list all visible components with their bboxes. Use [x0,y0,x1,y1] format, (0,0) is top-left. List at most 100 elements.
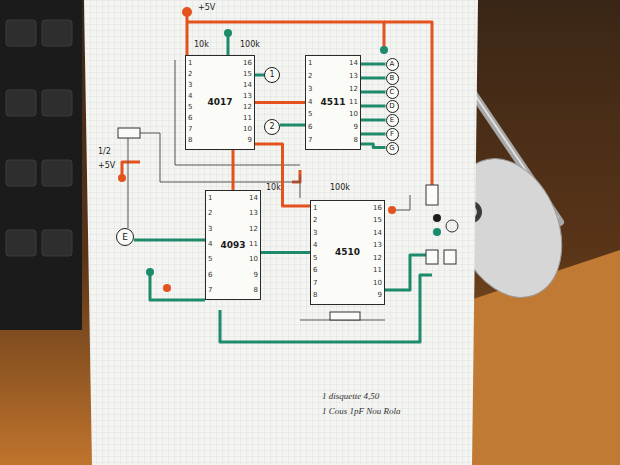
terminal-circle: 1 [264,67,280,83]
pin-number: 5 [188,104,192,111]
pin-number: 14 [373,230,382,237]
pin-number: 5 [208,256,212,263]
terminal-letter: D [389,103,394,110]
terminal-circle: E [386,114,399,127]
pin-number: 8 [313,292,317,299]
chip-name: 4510 [335,248,360,257]
pin-number: 10 [349,111,358,118]
led-symbol [433,214,441,222]
terminal-circle: F [386,128,399,141]
component-value: 100k [330,184,350,192]
pin-number: 3 [208,226,212,233]
pin-number: 6 [208,272,212,279]
wire-connector [361,144,386,148]
pin-number: 8 [254,287,258,294]
terminal-letter: F [390,131,394,138]
pin-number: 5 [308,111,312,118]
resistor-symbol [426,250,438,264]
pin-number: 12 [243,104,252,111]
chip-box: 4510 [310,200,385,305]
pin-number: 8 [188,137,192,144]
supply-dot [388,206,396,214]
pin-number: 1 [188,60,192,67]
pin-number: 12 [373,255,382,262]
pin-number: 16 [373,205,382,212]
terminal-letter: 1 [269,71,274,79]
pin-number: 2 [313,217,317,224]
pin-number: 11 [349,99,358,106]
terminal-letter: A [390,61,395,68]
component-value: 10k [194,41,209,49]
buzzer-symbol [446,220,458,232]
paper [84,0,478,465]
signal-wire [128,60,410,320]
pin-number: 1 [308,60,312,67]
component-value: +5V [98,162,115,170]
pin-number: 3 [313,230,317,237]
pin-number: 14 [349,60,358,67]
pin-number: 10 [373,280,382,287]
terminal-letter: E [122,233,128,242]
terminal-letter: E [390,117,394,124]
pin-number: 11 [373,267,382,274]
wire-connector [361,105,386,108]
pin-number: 12 [249,226,258,233]
junction-dot [224,29,232,37]
pin-number: 2 [208,210,212,217]
pin-number: 4 [308,99,312,106]
wire-connector [232,150,235,190]
pin-number: 13 [373,242,382,249]
terminal-circle: D [386,100,399,113]
pin-number: 3 [308,86,312,93]
pin-number: 1 [313,205,317,212]
chip-box: 4017 [185,55,255,150]
pin-number: 9 [248,137,252,144]
pin-number: 2 [188,71,192,78]
pin-number: 16 [243,60,252,67]
pin-number: 13 [243,93,252,100]
terminal-circle: C [386,86,399,99]
pin-number: 7 [208,287,212,294]
wire-connector [255,144,310,206]
pin-number: 7 [188,126,192,133]
pin-number: 13 [249,210,258,217]
wire-connector [255,74,264,77]
terminal-circle: G [386,142,399,155]
wire-connector [255,101,305,104]
pin-number: 12 [349,86,358,93]
switch-symbol [118,128,140,138]
terminal-letter: C [390,89,395,96]
component-value: +5V [198,4,215,12]
resistor-symbol [444,250,456,264]
wire-connector [280,124,305,127]
supply-dot [163,284,171,292]
pin-number: 1 [208,195,212,202]
pin-number: 15 [373,217,382,224]
wire-connector [361,77,386,80]
pin-number: 9 [378,292,382,299]
component-value: 100k [240,41,260,49]
pin-number: 6 [313,267,317,274]
terminal-circle: E [116,228,134,246]
wire-connector [361,63,386,66]
ground-wire [150,36,432,342]
pin-number: 4 [313,242,317,249]
wire-connector [261,251,310,254]
component-value: 10k [266,184,281,192]
pin-number: 9 [254,272,258,279]
terminal-letter: G [389,145,394,152]
pin-number: 10 [243,126,252,133]
wire-connector [361,91,386,94]
note-text: 1 Cous 1pF Nou Rola [322,407,401,416]
pin-number: 6 [188,115,192,122]
pin-number: 14 [249,195,258,202]
pin-number: 14 [243,82,252,89]
component-value: 1/2 [98,148,111,156]
pin-number: 13 [349,73,358,80]
wire-connector [361,133,386,136]
wire-connector [361,119,386,122]
wire-connector [134,239,205,242]
pin-number: 3 [188,82,192,89]
